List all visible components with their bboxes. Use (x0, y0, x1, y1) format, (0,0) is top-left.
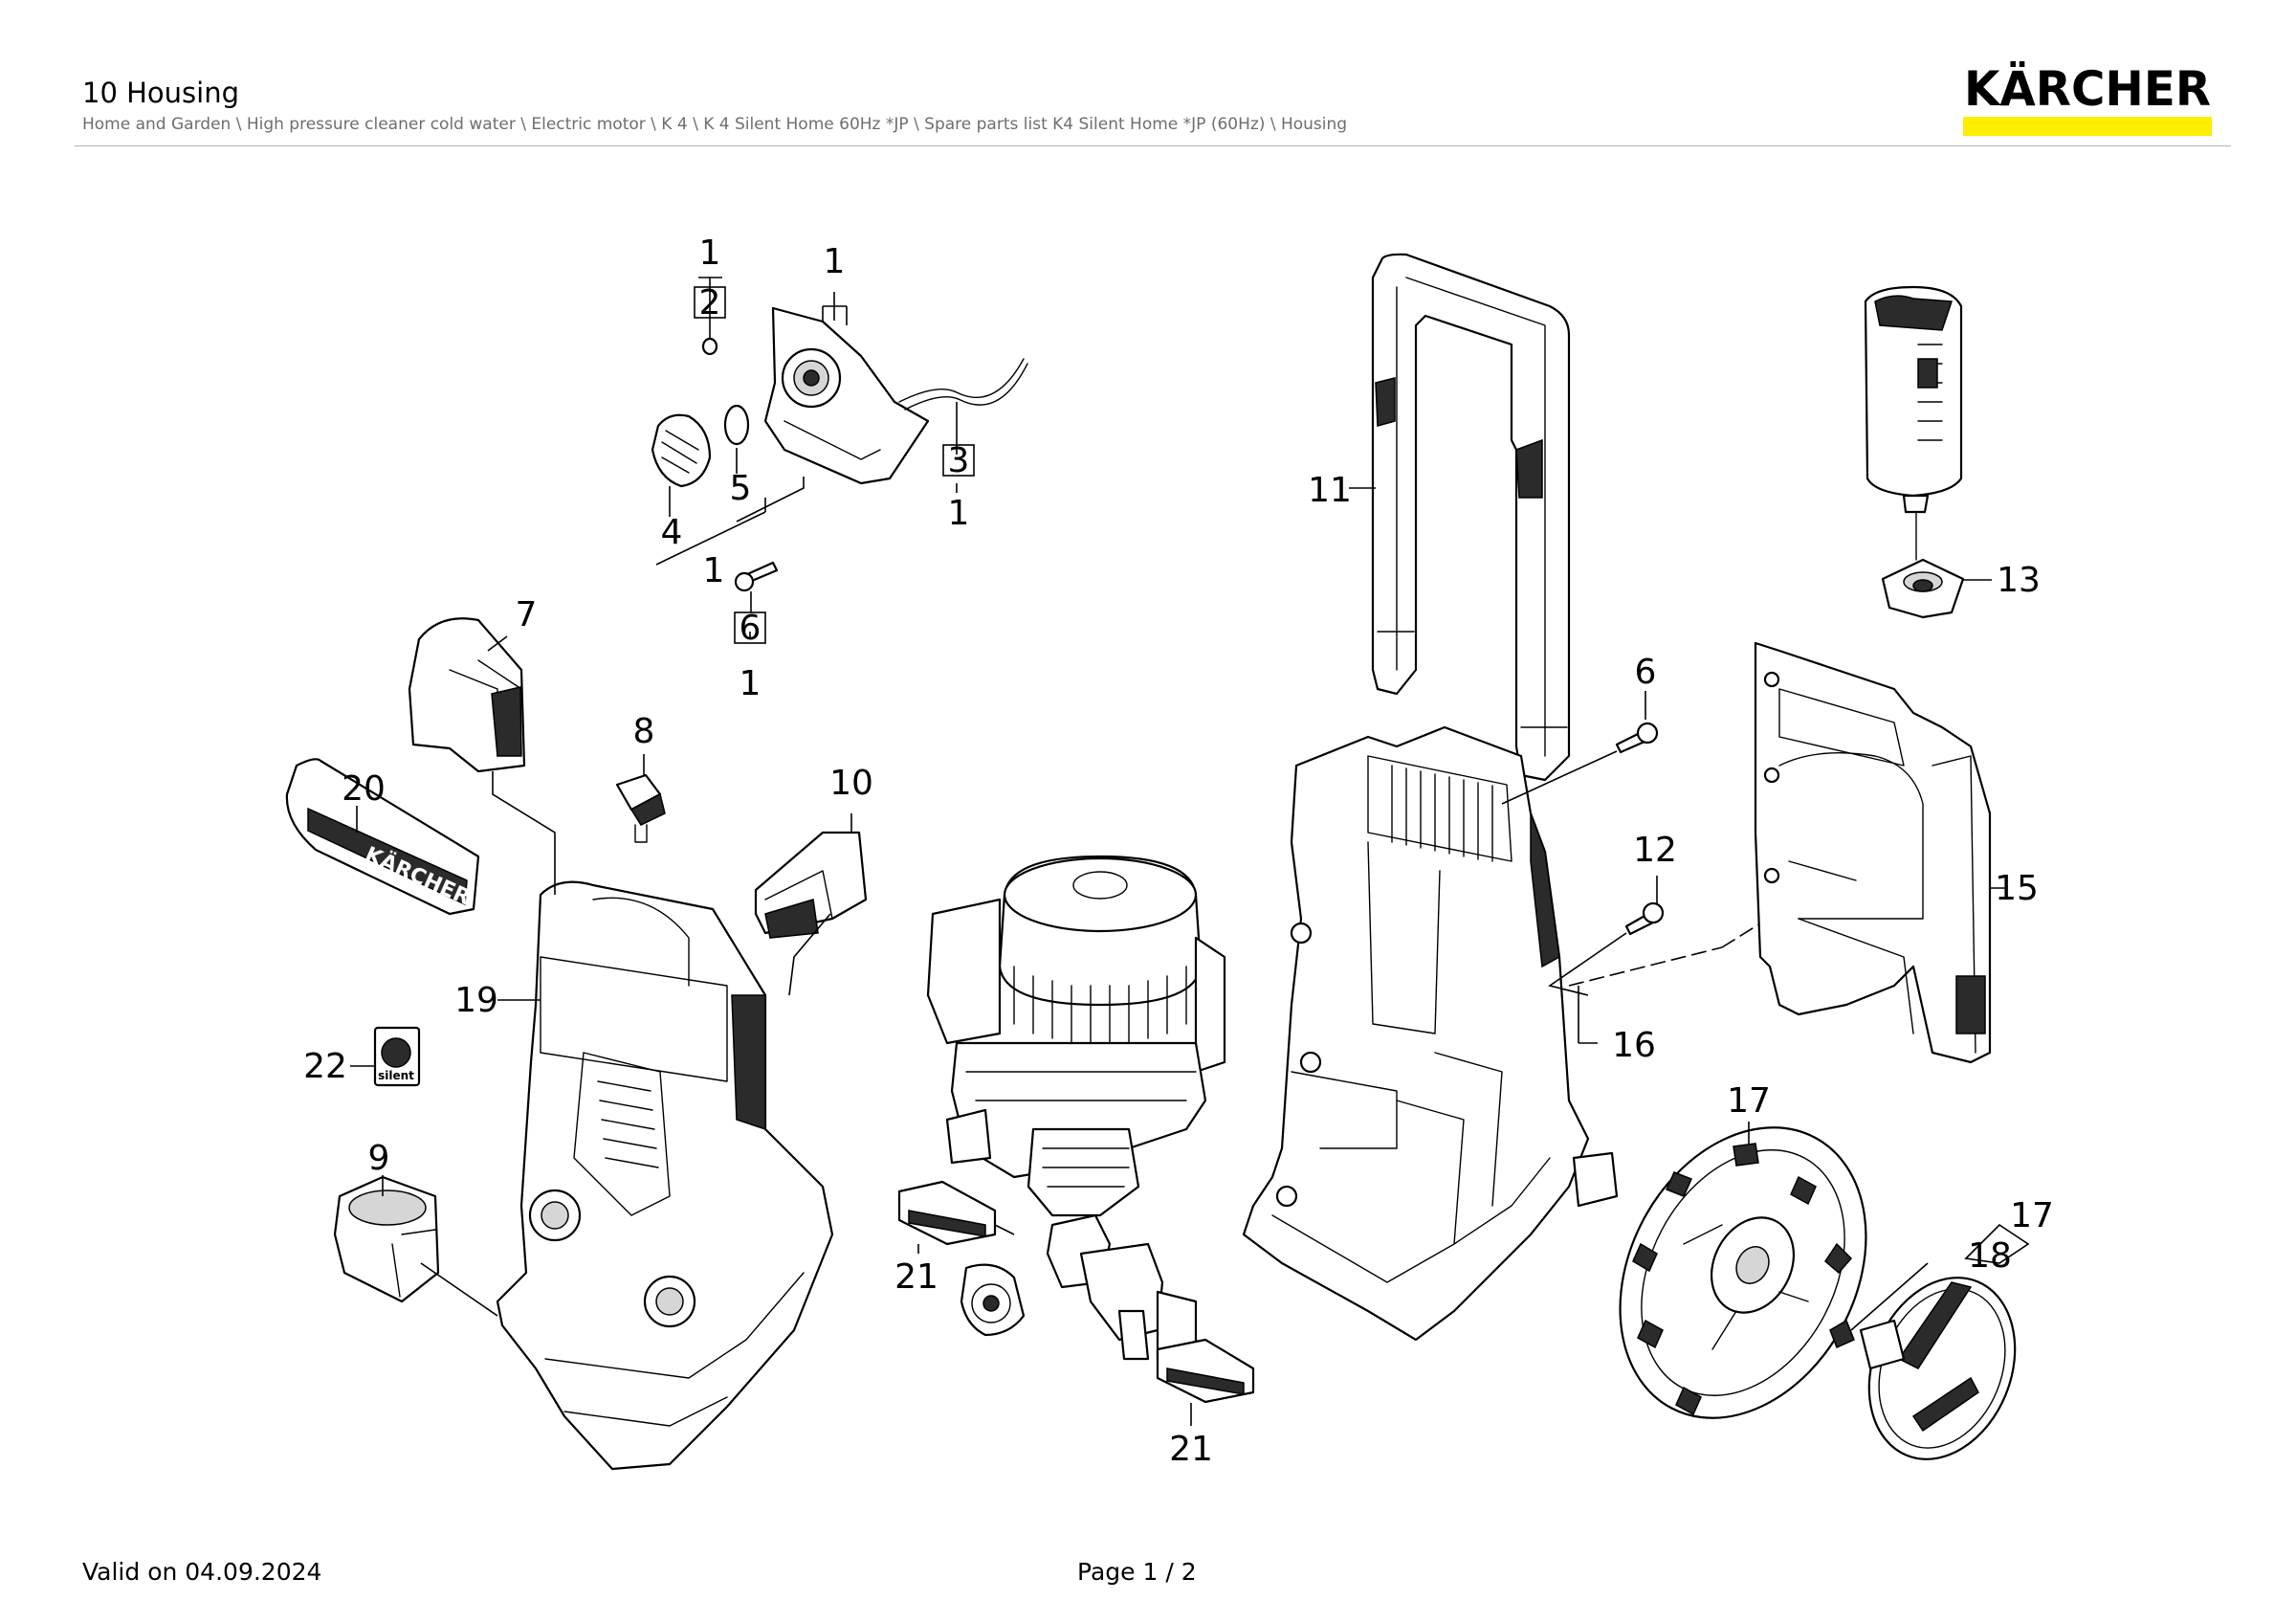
logo-cover-20: KÄRCHER (285, 758, 480, 916)
callout-21: 21 (1169, 1430, 1213, 1469)
callout-5: 5 (730, 469, 752, 508)
callout-17: 17 (1727, 1081, 1771, 1121)
header-divider (75, 145, 2231, 146)
left-leaders (350, 635, 852, 1317)
callout-3: 3 (948, 441, 970, 480)
silent-label-text: silent (378, 1069, 414, 1082)
box-frames (694, 286, 975, 644)
front-housing-19 (496, 880, 834, 1471)
callout-8: 8 (633, 712, 655, 751)
logo-text: KÄRCHER (1964, 61, 2211, 113)
cover-part-10 (754, 831, 868, 939)
callout-15: 15 (1995, 869, 2039, 908)
callout-10: 10 (829, 764, 873, 803)
wheel-17 (1619, 1126, 1867, 1419)
callout-1: 1 (824, 242, 846, 281)
callout-22: 22 (303, 1047, 347, 1086)
logo-accent-bar (1963, 117, 2212, 136)
callout-9: 9 (368, 1139, 390, 1178)
foot-21-upper (897, 1180, 997, 1246)
callout-13: 13 (1997, 561, 2041, 600)
callout-4: 4 (661, 513, 683, 552)
breadcrumb: Home and Garden \ High pressure cleaner … (82, 115, 1348, 134)
detergent-tank (1864, 285, 1963, 561)
callout-1: 1 (703, 551, 725, 590)
motor-pump-unit (926, 855, 1226, 1361)
callout-21: 21 (894, 1257, 938, 1297)
callout-20: 20 (342, 769, 386, 809)
cover-part-7 (408, 617, 526, 773)
page-title: 10 Housing (82, 77, 240, 109)
callout-11: 11 (1308, 471, 1352, 510)
side-panel-15 (1754, 641, 1992, 1064)
callout-2: 2 (699, 283, 721, 322)
callout-7: 7 (516, 595, 538, 634)
far-right-leaders (1748, 579, 2030, 1331)
callout-1: 1 (699, 233, 721, 273)
handle-11 (1371, 253, 1571, 782)
callout-17: 17 (2010, 1196, 2054, 1235)
callout-12: 12 (1633, 831, 1677, 870)
hose-connector-assembly (651, 306, 1028, 592)
callout-18: 18 (1968, 1236, 2012, 1276)
page-number: Page 1 / 2 (1077, 1558, 1197, 1586)
center-leaders (917, 1224, 1192, 1426)
karcher-logo: KÄRCHER (1964, 61, 2211, 113)
screw-6-right (1615, 722, 1659, 754)
tank-cap-13 (1881, 558, 1965, 619)
callout-6: 6 (1635, 653, 1657, 692)
callout-1: 1 (948, 494, 970, 533)
callout-16: 16 (1612, 1026, 1656, 1065)
screw-12 (1624, 901, 1665, 936)
callout-numbers: 1 2 1 3 1 4 5 1 6 1 7 8 10 20 19 22 9 21… (303, 233, 2054, 1469)
rear-frame-16 (1242, 725, 1619, 1342)
bracket-9 (333, 1175, 440, 1303)
hose-connector-leaders (655, 277, 958, 639)
callout-1: 1 (740, 664, 762, 703)
foot-21-lower (1156, 1338, 1255, 1404)
callout-19: 19 (454, 981, 498, 1020)
connector-8 (615, 773, 666, 843)
valid-date: Valid on 04.09.2024 (82, 1558, 322, 1586)
silent-label-22: silent (373, 1026, 421, 1087)
callout-6: 6 (740, 609, 762, 648)
hubcap-18 (1859, 1277, 2017, 1460)
